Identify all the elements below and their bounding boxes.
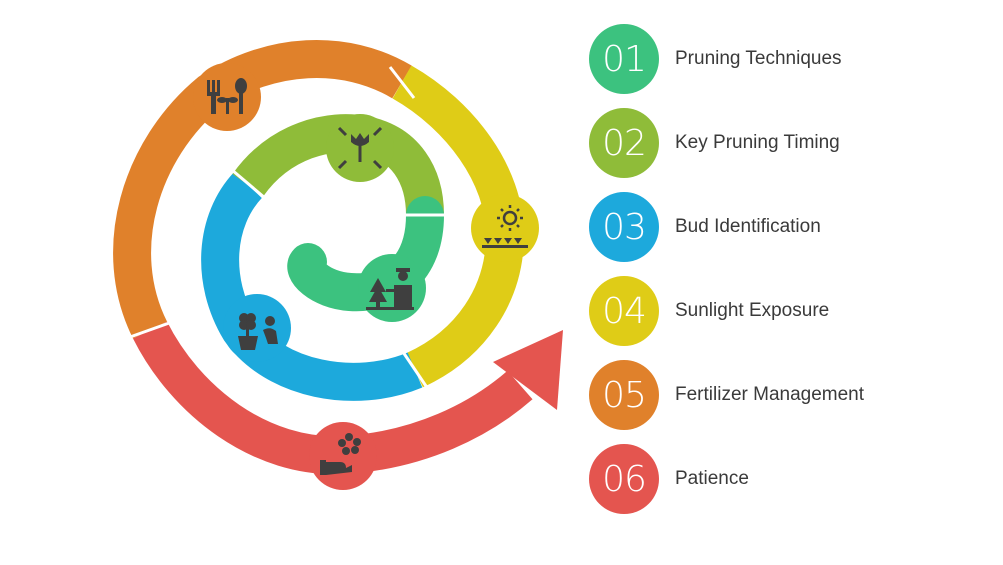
step-item-01: 01 Pruning Techniques (589, 24, 842, 94)
step-label-02: Key Pruning Timing (675, 132, 840, 153)
step-badge-05: 05 (589, 360, 659, 430)
hand-flower-icon (309, 422, 377, 490)
step-item-04: 04 Sunlight Exposure (589, 276, 829, 346)
segment-separators (129, 66, 445, 390)
segment-01-arc (287, 196, 444, 312)
step-label-05: Fertilizer Management (675, 384, 865, 405)
spiral-diagram (113, 40, 563, 490)
tulip-focus-icon (326, 114, 394, 182)
flower-pot-person-icon (223, 294, 291, 362)
step-label-01: Pruning Techniques (675, 48, 842, 69)
step-label-04: Sunlight Exposure (675, 300, 830, 321)
step-badge-04: 04 (589, 276, 659, 346)
step-item-06: 06 Patience (589, 444, 749, 514)
step-item-03: 03 Bud Identification (589, 192, 821, 262)
gardener-tree-icon (358, 254, 426, 322)
fork-spoon-sprout-icon (193, 63, 261, 131)
step-item-05: 05 Fertilizer Management (589, 360, 864, 430)
sun-plants-icon (471, 194, 539, 262)
step-badge-06: 06 (589, 444, 659, 514)
step-label-06: Patience (675, 468, 749, 489)
step-badge-03: 03 (589, 192, 659, 262)
step-item-02: 02 Key Pruning Timing (589, 108, 840, 178)
step-badge-02: 02 (589, 108, 659, 178)
step-badge-01: 01 (589, 24, 659, 94)
segment-06-arrowhead (493, 330, 563, 410)
step-label-03: Bud Identification (675, 216, 821, 237)
